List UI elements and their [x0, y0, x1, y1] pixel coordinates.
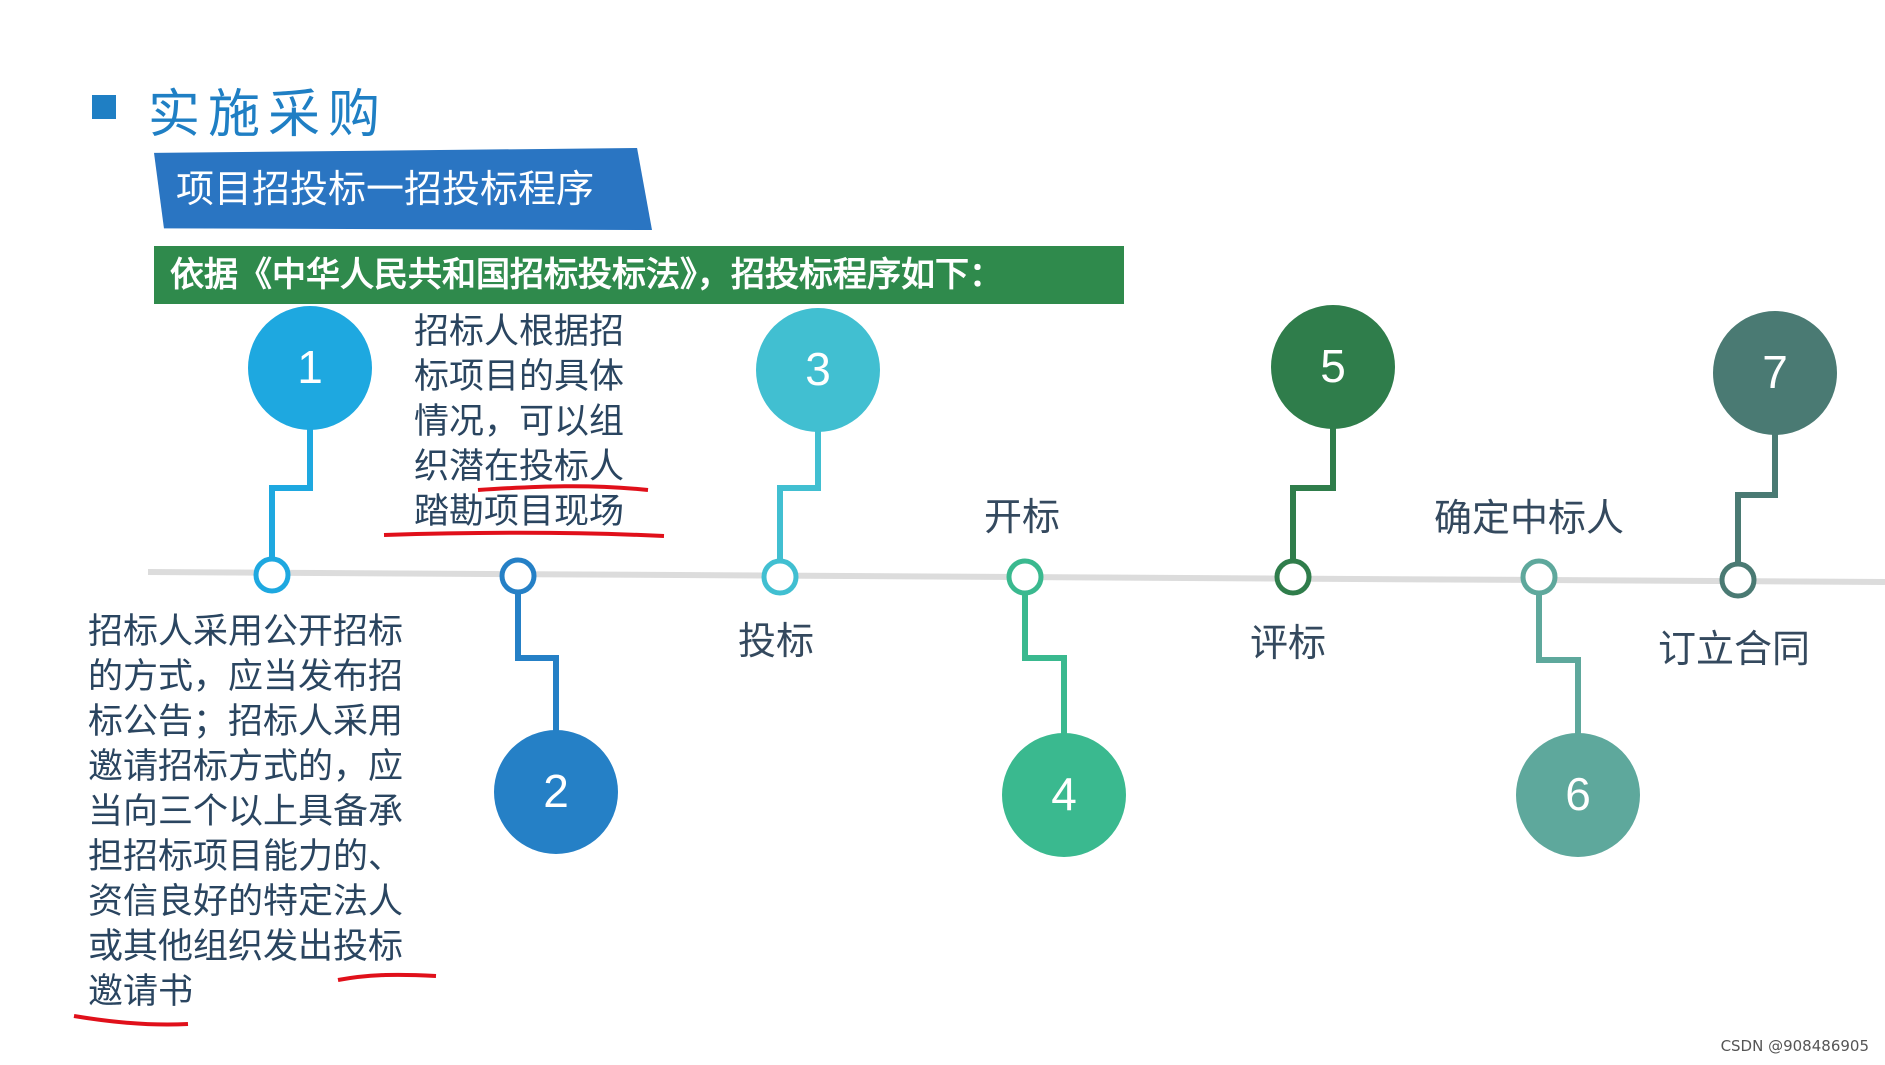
basis-banner: 依据《中华人民共和国招标投标法》，招投标程序如下：	[154, 246, 1124, 304]
connector-step-6	[1536, 577, 1581, 795]
step-2-description: 招标人根据招 标项目的具体 情况，可以组 织潜在投标人 踏勘项目现场	[414, 310, 654, 535]
step-6-label: 确定中标人	[1434, 496, 1625, 540]
step-number-1: 1	[297, 341, 323, 393]
step-7-label: 订立合同	[1658, 627, 1811, 671]
annotation-underline-step1-a	[337, 972, 437, 982]
step-1-description-line: 标公告；招标人采用	[88, 702, 404, 742]
step-circle-6	[1516, 733, 1640, 857]
step-number-2: 2	[543, 765, 569, 817]
step-1-description-line: 邀请书	[88, 972, 194, 1012]
step-1-description-line: 招标人采用公开招标	[88, 612, 404, 652]
step-1-description-line: 的方式，应当发布招	[88, 657, 404, 697]
step-circle-7	[1713, 311, 1837, 435]
step-circle-4	[1002, 733, 1126, 857]
step-number-3: 3	[805, 343, 831, 395]
step-2-description-line: 标项目的具体	[414, 357, 625, 397]
title-bullet	[92, 95, 116, 119]
annotation-underline-step2-a	[477, 484, 649, 492]
step-1-description-line: 当向三个以上具备承	[88, 792, 404, 832]
step-circle-3	[756, 308, 880, 432]
timeline-node-5	[1274, 558, 1312, 596]
step-2-description-line: 踏勘项目现场	[414, 492, 625, 532]
timeline-node-1	[253, 556, 291, 594]
step-circle-2	[494, 730, 618, 854]
step-number-5: 5	[1320, 340, 1346, 392]
step-2-description-line: 织潜在投标人	[414, 447, 625, 487]
step-number-7: 7	[1762, 346, 1788, 398]
subtitle-banner: 项目招投标一招投标程序	[154, 148, 652, 230]
annotation-underline-step2-b	[383, 530, 665, 538]
step-1-description-line: 担招标项目能力的、	[88, 837, 404, 877]
step-1-description-line: 邀请招标方式的，应	[88, 747, 404, 787]
step-1-description-line: 或其他组织发出投标	[88, 927, 404, 967]
step-1-description-line: 资信良好的特定法人	[88, 882, 404, 922]
timeline-node-2	[499, 557, 537, 595]
step-number-6: 6	[1565, 768, 1591, 820]
timeline-node-4	[1006, 558, 1044, 596]
timeline-node-6	[1520, 558, 1558, 596]
timeline-node-7	[1719, 561, 1757, 599]
annotation-underline-step1-b	[73, 1014, 189, 1027]
step-circle-1	[248, 306, 372, 430]
step-circle-5	[1271, 305, 1395, 429]
step-1-description: 招标人采用公开招标 的方式，应当发布招 标公告；招标人采用 邀请招标方式的，应 …	[88, 610, 448, 1015]
slide-title: 实施采购	[148, 85, 389, 145]
step-2-description-line: 招标人根据招	[414, 312, 625, 352]
connector-step-4	[1022, 577, 1067, 795]
step-number-4: 4	[1051, 768, 1077, 820]
timeline-node-3	[761, 558, 799, 596]
watermark: CSDN @908486905	[1720, 1037, 1869, 1055]
step-5-label: 评标	[1250, 621, 1327, 665]
step-4-label: 开标	[984, 495, 1061, 539]
step-3-label: 投标	[738, 619, 815, 663]
step-2-description-line: 情况，可以组	[414, 402, 625, 442]
connector-step-2	[515, 576, 559, 795]
